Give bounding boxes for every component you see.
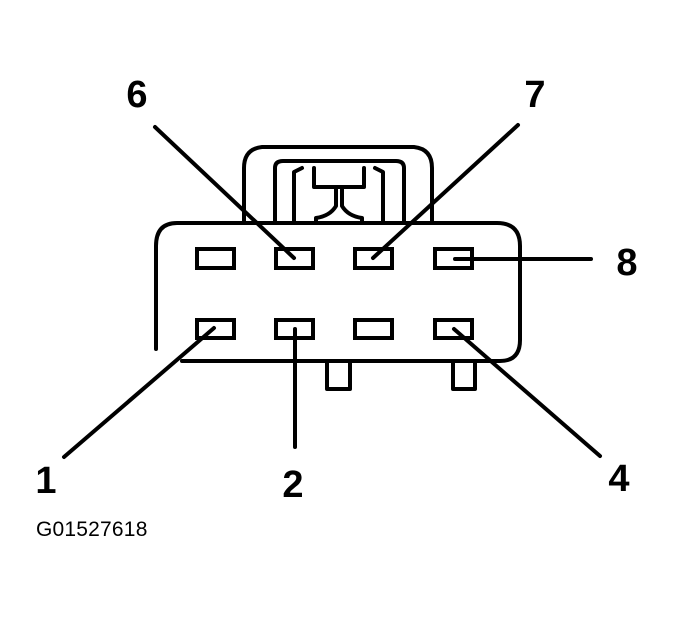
leader-line-1 (62, 326, 216, 459)
pin-label-8: 8 (616, 242, 637, 284)
connector-latch (242, 145, 434, 225)
pin-label-2: 2 (282, 464, 303, 506)
mounting-tab-left (325, 361, 352, 391)
leader-line-4 (452, 327, 602, 458)
pin-label-6: 6 (126, 74, 147, 116)
mounting-tab-right (451, 361, 477, 391)
pin-label-4: 4 (608, 458, 629, 500)
connector-housing (154, 221, 522, 363)
pin-label-1: 1 (35, 460, 56, 502)
leader-lines (62, 123, 602, 459)
pin-cavity-5 (195, 247, 236, 270)
figure-id: G01527618 (36, 518, 148, 541)
pin-label-7: 7 (524, 74, 545, 116)
pin-cavities-bottom-row (195, 318, 474, 340)
pin-cavities-top-row (195, 247, 474, 270)
leader-line-7 (371, 123, 520, 260)
leader-line-6 (153, 125, 296, 260)
pin-cavity-3 (353, 318, 394, 340)
